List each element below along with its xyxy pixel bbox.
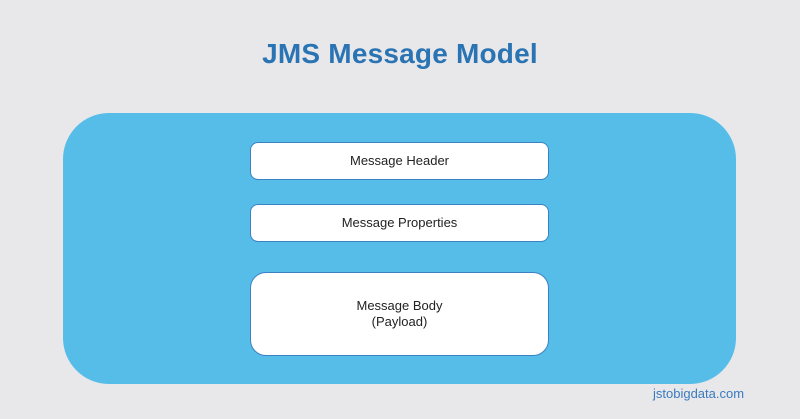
message-body-sublabel: (Payload) bbox=[371, 314, 428, 329]
message-properties-label: Message Properties bbox=[341, 215, 458, 230]
message-header-box: Message Header bbox=[250, 142, 549, 180]
source-watermark: jstobigdata.com bbox=[653, 386, 745, 401]
message-header-label: Message Header bbox=[350, 153, 449, 168]
message-properties-box: Message Properties bbox=[250, 204, 549, 242]
diagram-title: JMS Message Model bbox=[262, 38, 538, 69]
message-body-box: Message Body (Payload) bbox=[250, 272, 549, 356]
message-body-label: Message Body bbox=[356, 298, 443, 313]
